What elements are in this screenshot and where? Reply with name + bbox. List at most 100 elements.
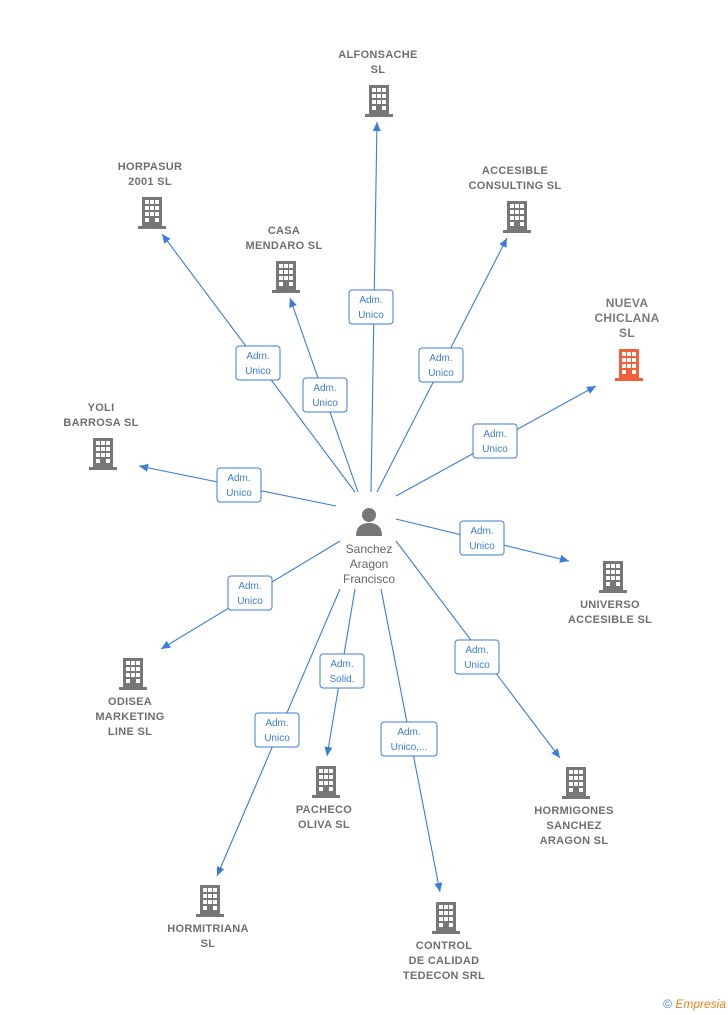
- role-label-universo-accesible[interactable]: Adm. Unico: [459, 520, 505, 556]
- arrowhead-universo-accesible: [559, 554, 569, 563]
- company-label-accesible-consulting[interactable]: ACCESIBLE CONSULTING SL: [445, 164, 585, 194]
- company-label-line: 2001 SL: [128, 176, 172, 188]
- arrowhead-accesible-consulting: [499, 238, 507, 248]
- company-label-line: BARROSA SL: [63, 417, 139, 429]
- company-label-line: SANCHEZ: [546, 820, 602, 832]
- role-text: Adm.: [227, 473, 250, 484]
- company-label-line: YOLI: [87, 402, 115, 414]
- company-label-line: UNIVERSO: [580, 599, 640, 611]
- arrowhead-casa-mendaro: [289, 298, 297, 308]
- role-text: Adm.: [246, 351, 269, 362]
- company-label-line: HORMIGONES: [534, 805, 614, 817]
- arrowhead-control-calidad: [434, 882, 443, 892]
- company-label-line: CONSULTING SL: [468, 180, 562, 192]
- company-label-line: NUEVA: [605, 296, 649, 310]
- role-text: Unico: [226, 488, 252, 499]
- company-label-line: ODISEA: [108, 696, 152, 708]
- company-label-line: HORMITRIANA: [167, 923, 249, 935]
- company-label-line: MARKETING: [95, 711, 165, 723]
- company-label-yoli-barrosa[interactable]: YOLI BARROSA SL: [31, 401, 171, 431]
- role-text: Adm.: [470, 526, 493, 537]
- role-text: Solid.: [329, 674, 354, 685]
- credit: © Empresia: [663, 997, 726, 1011]
- arrowhead-hormigones-sanchez: [551, 748, 560, 758]
- building-icon[interactable]: [430, 900, 462, 941]
- role-label-nueva-chiclana[interactable]: Adm. Unico: [472, 423, 518, 459]
- arrowhead-nueva-chiclana: [586, 386, 596, 394]
- building-icon[interactable]: [194, 883, 226, 924]
- arrowhead-odisea-marketing: [161, 640, 171, 649]
- building-icon[interactable]: [501, 199, 533, 240]
- building-icon[interactable]: [597, 559, 629, 600]
- building-icon[interactable]: [613, 347, 645, 388]
- role-label-hormitriana[interactable]: Adm. Unico: [254, 712, 300, 748]
- company-label-line: SL: [619, 326, 635, 340]
- building-icon[interactable]: [136, 195, 168, 236]
- role-label-pacheco-oliva[interactable]: Adm. Solid.: [319, 653, 365, 689]
- company-label-pacheco-oliva[interactable]: PACHECO OLIVA SL: [254, 803, 394, 833]
- role-label-accesible-consulting[interactable]: Adm. Unico: [418, 347, 464, 383]
- role-label-control-calidad[interactable]: Adm.Unico,...: [380, 721, 438, 757]
- role-text: Adm.: [238, 581, 261, 592]
- role-text: Unico: [312, 398, 338, 409]
- role-label-yoli-barrosa[interactable]: Adm. Unico: [216, 467, 262, 503]
- company-label-line: MENDARO SL: [245, 240, 323, 252]
- person-name-line: Sanchez: [345, 542, 393, 556]
- company-label-line: LINE SL: [107, 726, 153, 738]
- role-text: Adm.: [429, 353, 452, 364]
- company-label-line: CASA: [267, 225, 301, 237]
- company-label-line: ACCESIBLE: [481, 165, 549, 177]
- role-text: Unico: [264, 733, 290, 744]
- role-label-odisea-marketing[interactable]: Adm. Unico: [227, 575, 273, 611]
- building-icon[interactable]: [87, 436, 119, 477]
- building-icon[interactable]: [310, 764, 342, 805]
- company-label-line: ACCESIBLE SL: [567, 614, 653, 626]
- role-label-alfonsache[interactable]: Adm. Unico: [348, 289, 394, 325]
- company-label-line: SL: [200, 938, 216, 950]
- company-label-universo-accesible[interactable]: UNIVERSO ACCESIBLE SL: [540, 598, 680, 628]
- role-label-casa-mendaro[interactable]: Adm.Unico: [302, 377, 348, 413]
- arrowhead-alfonsache: [372, 122, 381, 132]
- role-text: Adm.: [265, 718, 288, 729]
- company-label-line: OLIVA SL: [298, 819, 350, 831]
- company-label-odisea-marketing[interactable]: ODISEA MARKETING LINE SL: [60, 695, 200, 740]
- role-text: Adm.: [465, 645, 488, 656]
- building-icon[interactable]: [560, 765, 592, 806]
- arrowhead-pacheco-oliva: [324, 746, 333, 756]
- role-text: Unico: [237, 596, 263, 607]
- role-text: Unico: [428, 368, 454, 379]
- role-text: Unico,...: [391, 742, 428, 753]
- role-text: Adm.: [483, 429, 506, 440]
- person-icon[interactable]: [354, 506, 384, 541]
- copyright-icon: ©: [663, 997, 672, 1011]
- arrowhead-horpasur: [162, 234, 171, 244]
- company-label-casa-mendaro[interactable]: CASA MENDARO SL: [214, 224, 354, 254]
- role-text: Adm.: [359, 295, 382, 306]
- company-label-line: CONTROL: [415, 940, 473, 952]
- role-text: Adm.: [330, 659, 353, 670]
- role-text: Unico: [482, 444, 508, 455]
- role-text: Unico: [358, 310, 384, 321]
- role-text: Unico: [464, 660, 490, 671]
- building-icon[interactable]: [363, 83, 395, 124]
- brand-name: Empresia: [675, 997, 726, 1011]
- arrowhead-hormitriana: [216, 866, 225, 876]
- role-text: Unico: [469, 541, 495, 552]
- company-label-line: PACHECO: [295, 804, 353, 816]
- company-label-hormitriana[interactable]: HORMITRIANA SL: [138, 922, 278, 952]
- role-label-hormigones-sanchez[interactable]: Adm. Unico: [454, 639, 500, 675]
- role-text: Unico: [245, 366, 271, 377]
- person-name-line: Francisco: [342, 572, 395, 586]
- building-icon[interactable]: [270, 259, 302, 300]
- building-icon[interactable]: [117, 656, 149, 697]
- role-label-horpasur[interactable]: Adm. Unico: [235, 345, 281, 381]
- company-label-line: DE CALIDAD: [408, 955, 480, 967]
- company-label-line: SL: [370, 64, 386, 76]
